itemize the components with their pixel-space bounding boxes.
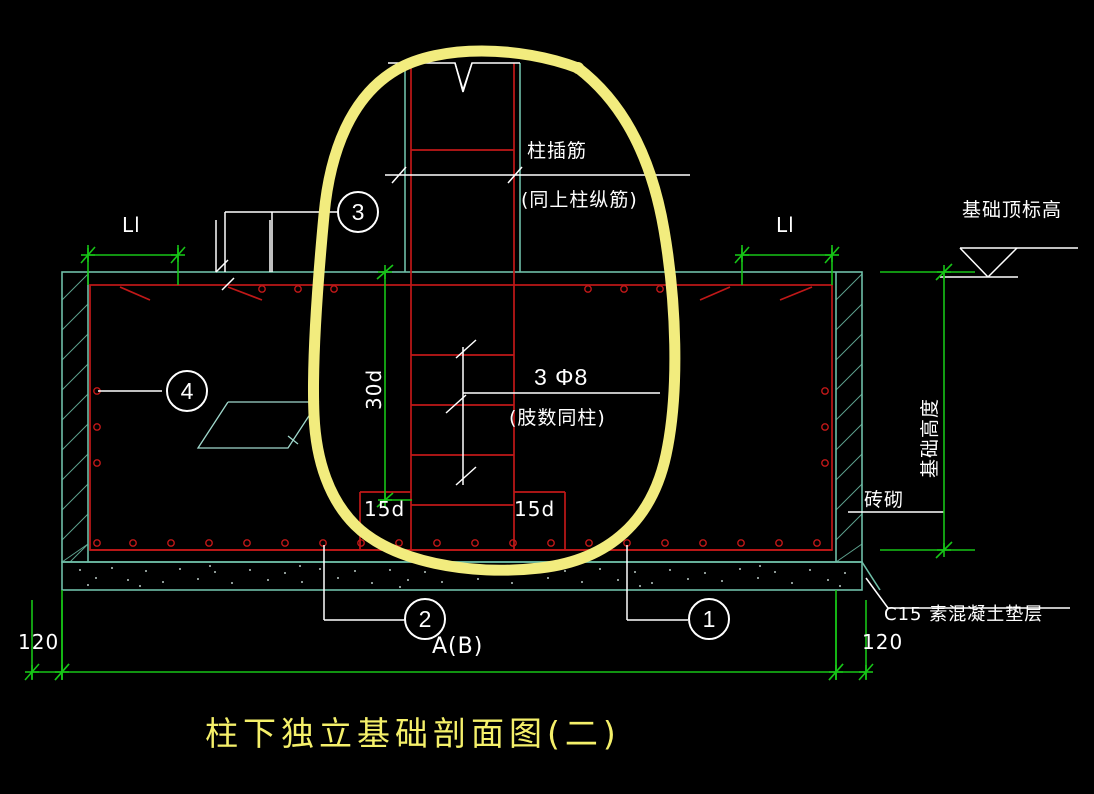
top-bar-leader-d <box>779 286 813 301</box>
top-bar-leader-a <box>119 286 151 301</box>
label-stirrup-note: (肢数同柱) <box>509 407 606 429</box>
label-brick-masonry: 砖砌 <box>864 489 905 511</box>
rebar-cage-group <box>89 63 833 551</box>
leader-stirrup-arrow-mid <box>445 394 467 414</box>
label-stirrup-spec: 3 Φ8 <box>534 364 589 390</box>
section-marker-parallelogram <box>196 401 320 449</box>
callout-bubble-4[interactable]: 4 <box>166 370 208 412</box>
label-dim-ll-left: Ll <box>122 213 141 237</box>
leader-stirrup-arrow-top <box>455 339 477 359</box>
cushion-layer-speckle <box>79 565 846 588</box>
top-bar-leader-c <box>699 286 731 301</box>
callout-bubble-1[interactable]: 1 <box>688 598 730 640</box>
highlight-annotation-loop <box>308 45 681 576</box>
column-break-v2 <box>462 62 473 93</box>
label-top-elevation: 基础顶标高 <box>962 199 1063 221</box>
right-wall-hatch <box>835 273 863 563</box>
leader-cushion-diag <box>865 577 889 609</box>
foundation-outline-group <box>61 63 881 591</box>
label-dim-120-left: 120 <box>18 630 60 654</box>
footing-right-splay <box>861 561 881 591</box>
label-foundation-height: 基础高度 <box>919 397 941 478</box>
footing-rebar-rect <box>89 284 833 551</box>
cushion-layer-rect <box>61 561 863 591</box>
label-lap-length: 30d <box>362 368 386 410</box>
label-column-dowel-note: (同上柱纵筋) <box>521 189 638 211</box>
top-bar-leader-b <box>227 286 263 301</box>
elevation-tri-left <box>959 247 989 278</box>
highlight-loop-endpoint <box>572 62 584 74</box>
top-tick-b <box>221 277 235 291</box>
top-tick-a <box>215 259 229 273</box>
leader-stirrup-arrow-bot <box>455 466 477 486</box>
callout-bubble-3[interactable]: 3 <box>337 191 379 233</box>
elevation-tri-right <box>987 247 1018 278</box>
label-cushion-layer: C15 素混凝土垫层 <box>884 604 1044 625</box>
label-anchorage-left: 15d <box>364 497 406 521</box>
drawing-title: 柱下独立基础剖面图(二) <box>205 714 621 753</box>
column-break-v1 <box>454 62 464 93</box>
label-anchorage-right: 15d <box>514 497 556 521</box>
callout-bubble-2[interactable]: 2 <box>404 598 446 640</box>
leader-column-dowel-tick2 <box>507 166 523 184</box>
label-dim-ll-right: Ll <box>776 213 795 237</box>
rebar-section-dots <box>93 285 829 547</box>
label-dim-120-right: 120 <box>862 630 904 654</box>
leader-lines-group <box>98 62 1078 621</box>
left-wall-hatch <box>61 273 89 563</box>
dimension-lines-group <box>24 245 975 681</box>
footing-outer-rect <box>61 271 863 563</box>
label-dim-overall-width: A(B) <box>432 634 484 659</box>
label-column-dowel: 柱插筋 <box>527 140 588 162</box>
leader-column-dowel-tick1 <box>391 166 407 184</box>
